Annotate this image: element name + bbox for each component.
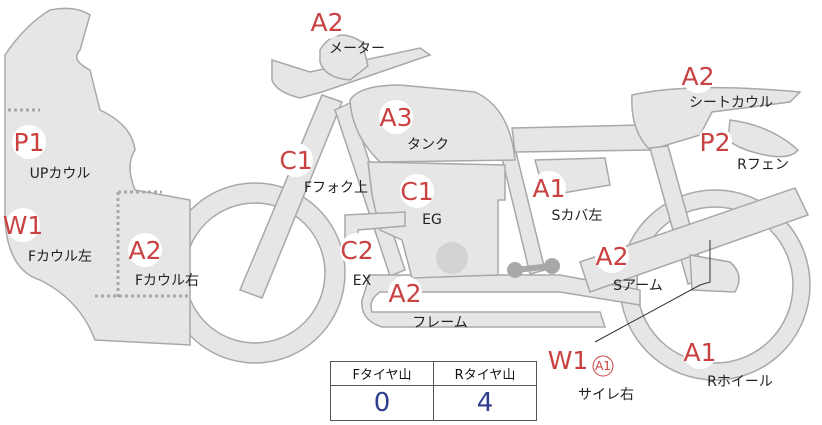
part-code: A2 bbox=[595, 242, 628, 271]
part-label-rear-wheel: A1 Rホイール bbox=[683, 335, 773, 390]
rear-tire-tread-header: Rタイヤ山 bbox=[433, 361, 537, 386]
linkage-joint-front bbox=[507, 262, 523, 278]
silencer-leader-line bbox=[594, 240, 711, 343]
cowl-divider-right bbox=[95, 190, 190, 300]
front-fork-shape bbox=[239, 94, 343, 299]
part-code: A2 bbox=[681, 62, 714, 91]
part-label-front-fork: C1 Fフォク上 bbox=[279, 143, 368, 196]
part-name: フレーム bbox=[412, 315, 468, 331]
front-tire-tread-header: Fタイヤ山 bbox=[330, 361, 434, 386]
part-code: C1 bbox=[400, 177, 433, 206]
part-label-upper-cowl: P1 UPカウル bbox=[12, 125, 90, 182]
part-label-front-cowl-right: A2 Fカウル右 bbox=[128, 233, 199, 289]
part-label-side-cover: A1 Sカバ左 bbox=[532, 171, 602, 224]
part-label-swing-arm: A2 Sアーム bbox=[595, 239, 663, 294]
part-label-seat-cowl: A2 シートカウル bbox=[681, 59, 773, 111]
part-label-silencer-right: W1 A1 サイレ右 bbox=[548, 343, 634, 403]
swing-arm-shape bbox=[579, 187, 810, 293]
tire-tread-table: Fタイヤ山 Rタイヤ山 0 4 bbox=[330, 361, 537, 421]
engine-cover bbox=[436, 242, 468, 274]
part-label-front-cowl-left: W1 Fカウル左 bbox=[3, 208, 92, 265]
part-code: W1 bbox=[3, 211, 44, 240]
part-name: Rフェン bbox=[737, 157, 789, 173]
part-name: サイレ右 bbox=[578, 387, 634, 403]
part-name: UPカウル bbox=[30, 166, 91, 182]
part-code: W1 bbox=[548, 346, 589, 375]
part-label-meter: A2 メーター bbox=[310, 5, 385, 57]
part-label-frame: A2 フレーム bbox=[388, 276, 468, 331]
part-code: A3 bbox=[379, 103, 412, 132]
part-code: A1 bbox=[683, 338, 716, 367]
seat-cowl-shape bbox=[631, 86, 802, 151]
part-code: A1 bbox=[532, 174, 565, 203]
part-name: Sカバ左 bbox=[552, 208, 603, 224]
front-tire-tread-value: 0 bbox=[330, 385, 434, 421]
part-name: Fフォク上 bbox=[304, 180, 368, 196]
part-code: P1 bbox=[14, 128, 45, 157]
linkage-joint-rear bbox=[544, 258, 560, 274]
part-name: Rホイール bbox=[707, 374, 773, 390]
part-name: タンク bbox=[407, 137, 449, 153]
part-name: Sアーム bbox=[613, 278, 663, 294]
part-name: Fカウル左 bbox=[28, 249, 92, 265]
part-label-engine: C1 EG bbox=[400, 174, 442, 228]
part-name: Fカウル右 bbox=[135, 273, 199, 289]
silencer-shape bbox=[689, 254, 740, 293]
part-code: P2 bbox=[700, 128, 731, 157]
part-name: シートカウル bbox=[689, 95, 773, 111]
part-name: EX bbox=[353, 273, 372, 289]
part-code: C1 bbox=[279, 146, 312, 175]
part-code: A2 bbox=[388, 279, 421, 308]
part-label-exhaust: C2 EX bbox=[340, 233, 374, 289]
part-name: メーター bbox=[329, 41, 385, 57]
part-code: C2 bbox=[340, 236, 373, 265]
seat-shape bbox=[511, 124, 652, 153]
rear-tire-tread-value: 4 bbox=[433, 385, 537, 421]
part-name: EG bbox=[422, 212, 442, 228]
part-label-rear-fender: P2 Rフェン bbox=[698, 125, 789, 173]
part-code: A2 bbox=[310, 8, 343, 37]
part-label-tank: A3 タンク bbox=[379, 100, 449, 153]
part-sub-code: A1 bbox=[595, 359, 611, 373]
rear-fender-shape bbox=[727, 119, 800, 158]
part-code: A2 bbox=[128, 236, 161, 265]
